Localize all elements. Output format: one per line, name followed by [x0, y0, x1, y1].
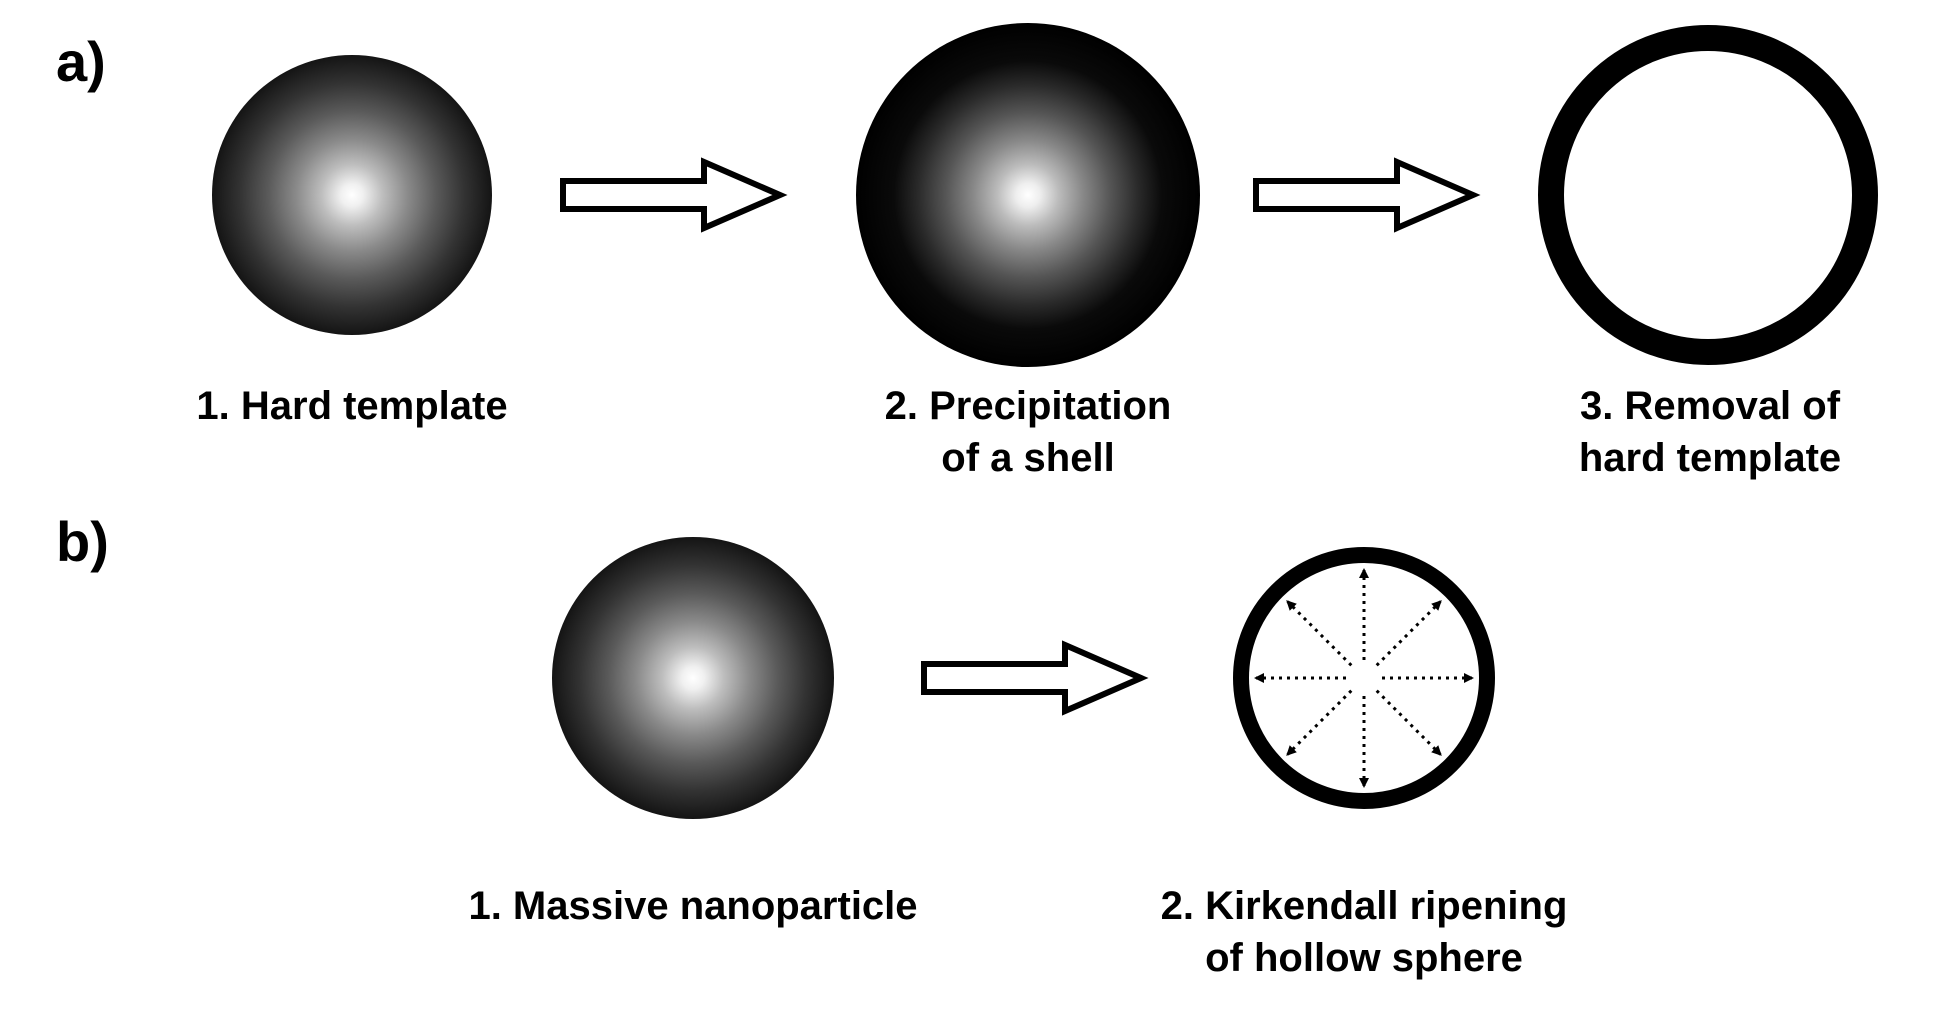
diffusion-arrow [1375, 600, 1442, 667]
caption-line: 2. Kirkendall ripening [1160, 884, 1568, 928]
hollow-shell-ring [1538, 25, 1878, 365]
caption-removal-template: 3. Removal of hard template [1579, 380, 1841, 484]
panel-b [552, 537, 1495, 819]
massive-nanoparticle-sphere [552, 537, 834, 819]
diffusion-arrow [1286, 689, 1353, 756]
caption-massive-nanoparticle: 1. Massive nanoparticle [468, 880, 917, 932]
process-arrow-b1 [921, 640, 1149, 716]
process-arrow-a1 [560, 157, 788, 233]
panel-a [212, 23, 1878, 367]
panel-label-a: a) [56, 30, 106, 93]
caption-hard-template: 1. Hard template [196, 380, 507, 432]
caption-line: of a shell [941, 436, 1115, 480]
caption-line: hard template [1578, 436, 1842, 480]
kirkendall-hollow-ring [1233, 547, 1495, 809]
caption-line: 1. Massive nanoparticle [468, 884, 918, 928]
caption-kirkendall-ripening: 2. Kirkendall ripening of hollow sphere [1161, 880, 1568, 984]
diffusion-arrows [1254, 568, 1474, 788]
panel-label-b: b) [56, 510, 109, 573]
diffusion-arrow [1375, 689, 1442, 756]
process-arrow-a2 [1253, 157, 1481, 233]
core-shell-sphere [856, 23, 1200, 367]
caption-line: 2. Precipitation [884, 384, 1172, 428]
diffusion-arrow [1286, 600, 1353, 667]
caption-line: of hollow sphere [1205, 936, 1523, 980]
hard-template-sphere [212, 55, 492, 335]
caption-line: 3. Removal of [1579, 384, 1841, 428]
caption-precipitation-shell: 2. Precipitation of a shell [885, 380, 1172, 484]
caption-line: 1. Hard template [196, 384, 508, 428]
